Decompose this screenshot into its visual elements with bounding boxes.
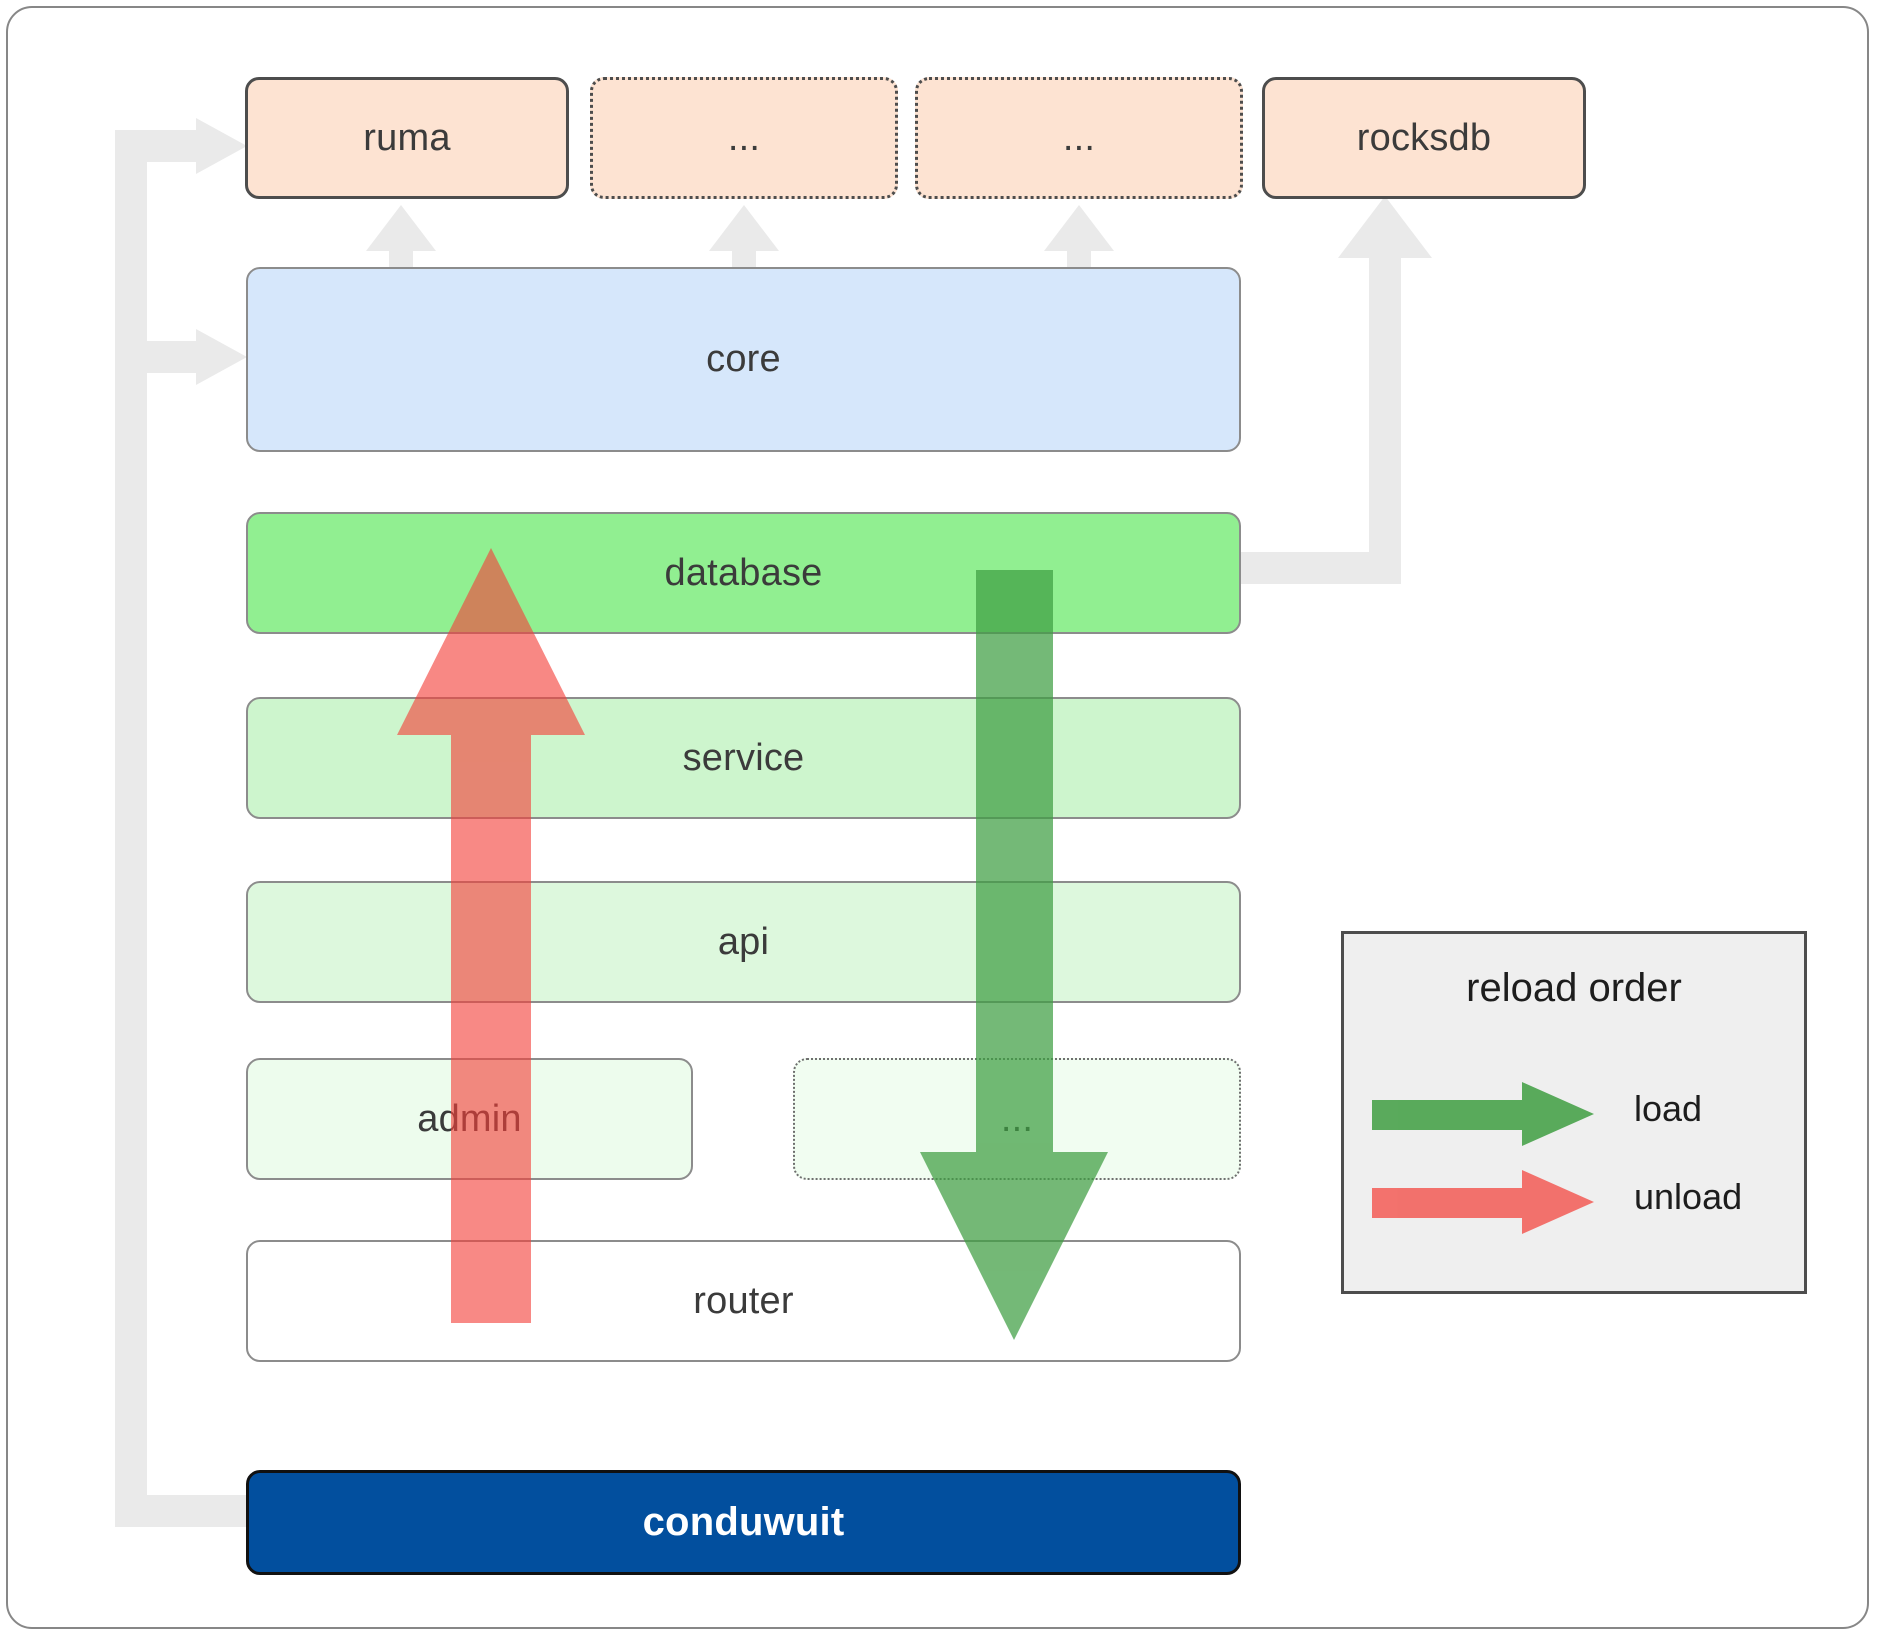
application-node-conduwuit[interactable]: conduwuit xyxy=(246,1470,1241,1575)
legend-label-load: load xyxy=(1634,1088,1703,1129)
layer-node-api[interactable]: api xyxy=(246,881,1241,1003)
legend-label-unload: unload xyxy=(1634,1176,1743,1217)
dependency-label-rocksdb: rocksdb xyxy=(1356,116,1492,159)
layer-label-router: router xyxy=(693,1279,794,1322)
dependency-node-dots-1[interactable]: ... xyxy=(590,77,898,199)
layer-label-dots: ... xyxy=(1000,1097,1034,1140)
dependency-node-ruma[interactable]: ruma xyxy=(245,77,569,199)
layer-node-admin[interactable]: admin xyxy=(246,1058,693,1180)
layer-label-admin: admin xyxy=(417,1097,522,1140)
legend-title: reload order xyxy=(1466,966,1682,1010)
layer-label-service: service xyxy=(682,736,805,779)
layer-label-api: api xyxy=(717,920,770,963)
application-label: conduwuit xyxy=(642,1500,845,1544)
legend-panel: reload order load unload xyxy=(1341,931,1807,1294)
layer-node-database[interactable]: database xyxy=(246,512,1241,634)
layer-node-service[interactable]: service xyxy=(246,697,1241,819)
dependency-node-dots-2[interactable]: ... xyxy=(915,77,1243,199)
dependency-label-ruma: ruma xyxy=(363,116,451,159)
legend-row-unload: unload xyxy=(1344,1162,1804,1242)
layer-label-database: database xyxy=(664,551,823,594)
unload-arrow-icon xyxy=(1372,1170,1594,1234)
layer-node-core[interactable]: core xyxy=(246,267,1241,452)
load-arrow-icon xyxy=(1372,1082,1594,1146)
layer-node-dots[interactable]: ... xyxy=(793,1058,1241,1180)
dependency-label-dots-1: ... xyxy=(727,116,761,159)
layer-node-router[interactable]: router xyxy=(246,1240,1241,1362)
dependency-label-dots-2: ... xyxy=(1062,116,1096,159)
dependency-node-rocksdb[interactable]: rocksdb xyxy=(1262,77,1586,199)
layer-label-core: core xyxy=(706,338,781,380)
legend-row-load: load xyxy=(1344,1074,1804,1154)
